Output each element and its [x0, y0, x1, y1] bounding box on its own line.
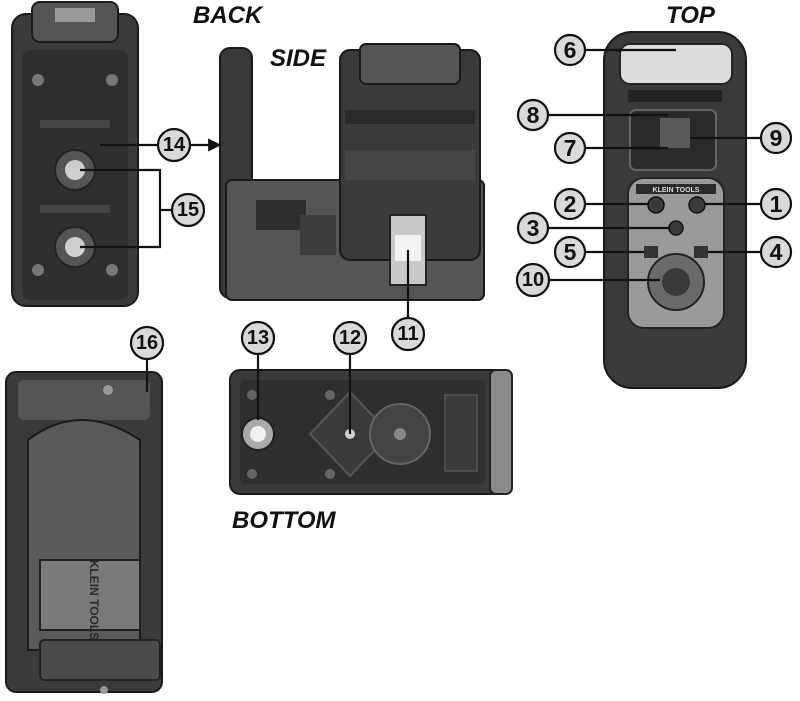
callout-2: 2	[553, 187, 587, 221]
svg-text:15: 15	[177, 199, 199, 221]
button-2[interactable]	[647, 196, 665, 214]
callout-12: 12	[332, 320, 368, 356]
indicator-3	[668, 220, 684, 236]
bottom-view	[229, 369, 513, 495]
callout-16: 16	[129, 325, 165, 361]
svg-text:16: 16	[136, 332, 158, 354]
indicator-4	[694, 246, 708, 258]
svg-text:11: 11	[397, 323, 418, 345]
svg-text:4: 4	[770, 239, 783, 265]
svg-text:6: 6	[564, 37, 577, 63]
view-label-bottom: BOTTOM	[232, 507, 337, 534]
callout-6: 6	[553, 33, 587, 67]
svg-text:3: 3	[527, 215, 540, 241]
callout-4: 4	[759, 235, 793, 269]
svg-text:7: 7	[564, 135, 577, 161]
mount-clip-view: KLEIN TOOLS	[5, 371, 163, 694]
svg-text:12: 12	[339, 327, 361, 349]
callout-11: 11	[390, 316, 426, 352]
callout-3: 3	[516, 211, 550, 245]
back-view	[11, 1, 139, 307]
callout-13: 13	[240, 320, 276, 356]
svg-text:10: 10	[522, 269, 544, 291]
view-label-back: BACK	[193, 2, 264, 29]
leader-lines	[80, 48, 763, 434]
clip-brand-label: KLEIN TOOLS	[87, 560, 101, 640]
svg-text:14: 14	[163, 134, 186, 156]
button-1[interactable]	[688, 196, 706, 214]
callout-7: 7	[553, 131, 587, 165]
callout-8: 8	[516, 98, 550, 132]
svg-text:9: 9	[770, 125, 783, 151]
view-label-side: SIDE	[270, 45, 327, 72]
side-view	[219, 43, 485, 301]
callout-5: 5	[553, 235, 587, 269]
callout-1: 1	[759, 187, 793, 221]
svg-text:8: 8	[527, 102, 540, 128]
callouts: 1 2 3 4 5 6 7 8 9 10 11 12 13 14 15 16	[129, 33, 793, 361]
callout-10: 10	[515, 262, 551, 298]
svg-text:2: 2	[564, 191, 577, 217]
brand-label: KLEIN TOOLS	[653, 187, 700, 194]
callout-15: 15	[170, 192, 206, 228]
top-view: KLEIN TOOLS	[603, 31, 747, 389]
callout-9: 9	[759, 121, 793, 155]
svg-text:1: 1	[770, 191, 783, 217]
callout-14: 14	[156, 127, 192, 163]
svg-text:13: 13	[247, 327, 269, 349]
indicator-5	[644, 246, 658, 258]
svg-text:5: 5	[564, 239, 577, 265]
view-label-top: TOP	[666, 2, 716, 29]
